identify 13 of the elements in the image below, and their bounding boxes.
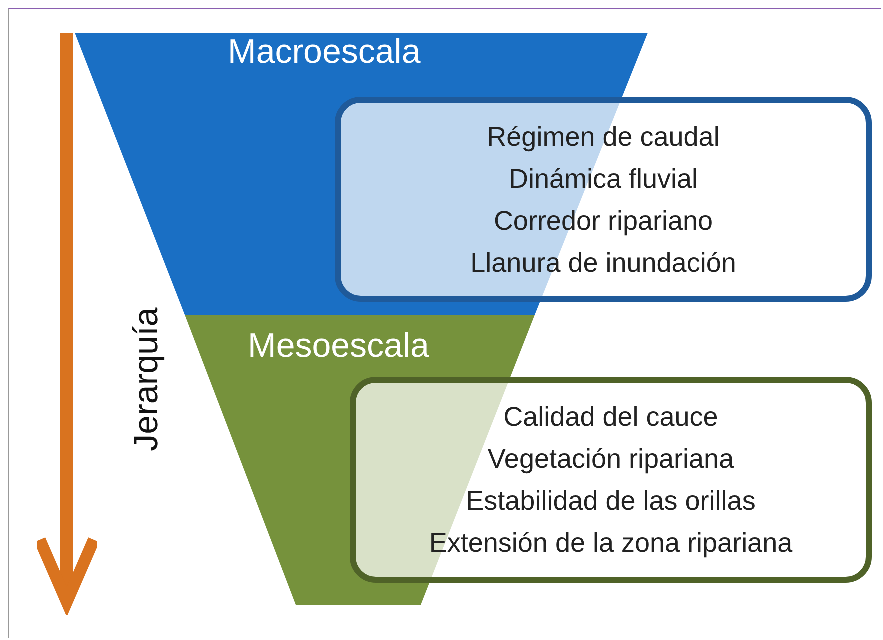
list-item: Llanura de inundación bbox=[470, 246, 736, 280]
list-item: Régimen de caudal bbox=[487, 120, 720, 154]
list-item: Corredor ripariano bbox=[494, 204, 714, 238]
list-item: Estabilidad de las orillas bbox=[466, 485, 756, 518]
list-item: Extensión de la zona ripariana bbox=[429, 527, 793, 560]
list-item: Calidad del cauce bbox=[504, 401, 718, 434]
axis-label: Jerarquía bbox=[127, 308, 166, 452]
rounded-box bbox=[350, 377, 872, 583]
band-label: Mesoescala bbox=[248, 327, 430, 366]
list-item: Dinámica fluvial bbox=[508, 162, 698, 196]
list-item: Vegetación ripariana bbox=[488, 443, 734, 476]
rounded-box bbox=[335, 97, 872, 302]
band-label: Macroescala bbox=[228, 33, 421, 72]
